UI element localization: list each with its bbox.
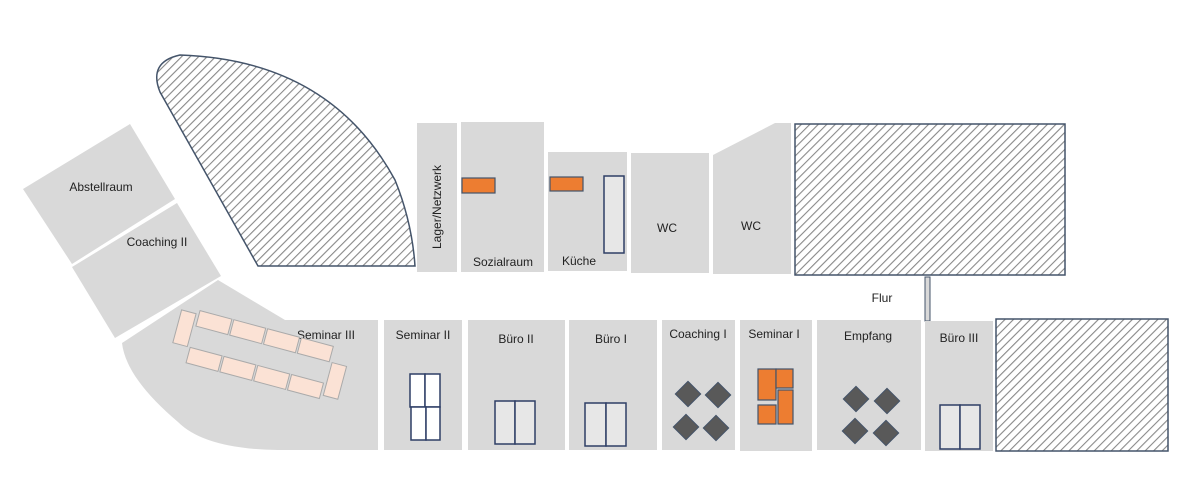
- room-lager-netzwerk[interactable]: [417, 123, 457, 272]
- kueche-counter: [603, 175, 625, 254]
- table: [172, 309, 197, 348]
- desk: [939, 404, 961, 450]
- seat-diamond: [674, 380, 702, 408]
- seminar-1-table: [757, 404, 777, 425]
- table: [296, 337, 334, 363]
- sozialraum-table: [461, 177, 496, 194]
- room-label-wc-2: WC: [741, 219, 761, 233]
- seat-diamond: [872, 419, 900, 447]
- table: [219, 355, 257, 381]
- room-wc-1[interactable]: [631, 153, 709, 273]
- desk: [409, 373, 426, 408]
- room-label-kueche: Küche: [562, 254, 596, 268]
- room-label-seminar-1: Seminar I: [748, 327, 799, 341]
- seminar-3-table-group: [172, 309, 348, 400]
- room-label-empfang: Empfang: [844, 329, 892, 343]
- room-label-seminar-3: Seminar III: [297, 328, 355, 342]
- flur-corridor: [924, 276, 931, 322]
- seat-diamond: [672, 413, 700, 441]
- table: [229, 319, 267, 345]
- desk: [410, 406, 427, 441]
- seat-diamond: [702, 414, 730, 442]
- desk: [584, 402, 607, 447]
- hatched-area-leaf: [156, 54, 416, 267]
- room-label-buero-2: Büro II: [498, 332, 533, 346]
- table: [262, 328, 301, 354]
- seminar-1-table: [775, 368, 794, 389]
- seat-diamond: [842, 385, 870, 413]
- room-label-buero-3: Büro III: [940, 331, 979, 345]
- room-label-flur: Flur: [872, 291, 893, 305]
- desk: [514, 400, 536, 445]
- desk: [424, 373, 441, 408]
- room-label-abstellraum: Abstellraum: [69, 180, 132, 194]
- room-label-sozialraum: Sozialraum: [473, 255, 533, 269]
- seminar-1-table: [777, 389, 794, 425]
- table: [195, 310, 233, 336]
- kueche-table: [549, 176, 584, 192]
- seat-diamond: [704, 381, 732, 409]
- room-label-lager: Lager/Netzwerk: [430, 164, 444, 249]
- table: [286, 373, 325, 400]
- room-sozialraum[interactable]: [461, 122, 544, 272]
- room-label-coaching-1: Coaching I: [669, 327, 726, 341]
- room-label-wc-1: WC: [657, 221, 677, 235]
- desk: [605, 402, 627, 447]
- hatched-area-top-right: [794, 123, 1066, 276]
- room-label-seminar-2: Seminar II: [396, 328, 451, 342]
- desk: [959, 404, 981, 450]
- desk: [494, 400, 516, 445]
- table: [185, 346, 223, 372]
- table: [322, 361, 348, 400]
- hatched-area-bottom-right: [995, 318, 1169, 452]
- room-label-coaching-2: Coaching II: [127, 235, 188, 249]
- room-empfang[interactable]: [817, 320, 921, 450]
- room-wc-2[interactable]: [713, 123, 791, 274]
- desk: [425, 406, 441, 441]
- room-label-buero-1: Büro I: [595, 332, 627, 346]
- seminar-1-table: [757, 368, 777, 401]
- seat-diamond: [873, 387, 901, 415]
- seat-diamond: [841, 417, 869, 445]
- room-coaching-2[interactable]: [72, 203, 221, 338]
- table: [253, 364, 291, 391]
- room-abstellraum[interactable]: [23, 124, 175, 264]
